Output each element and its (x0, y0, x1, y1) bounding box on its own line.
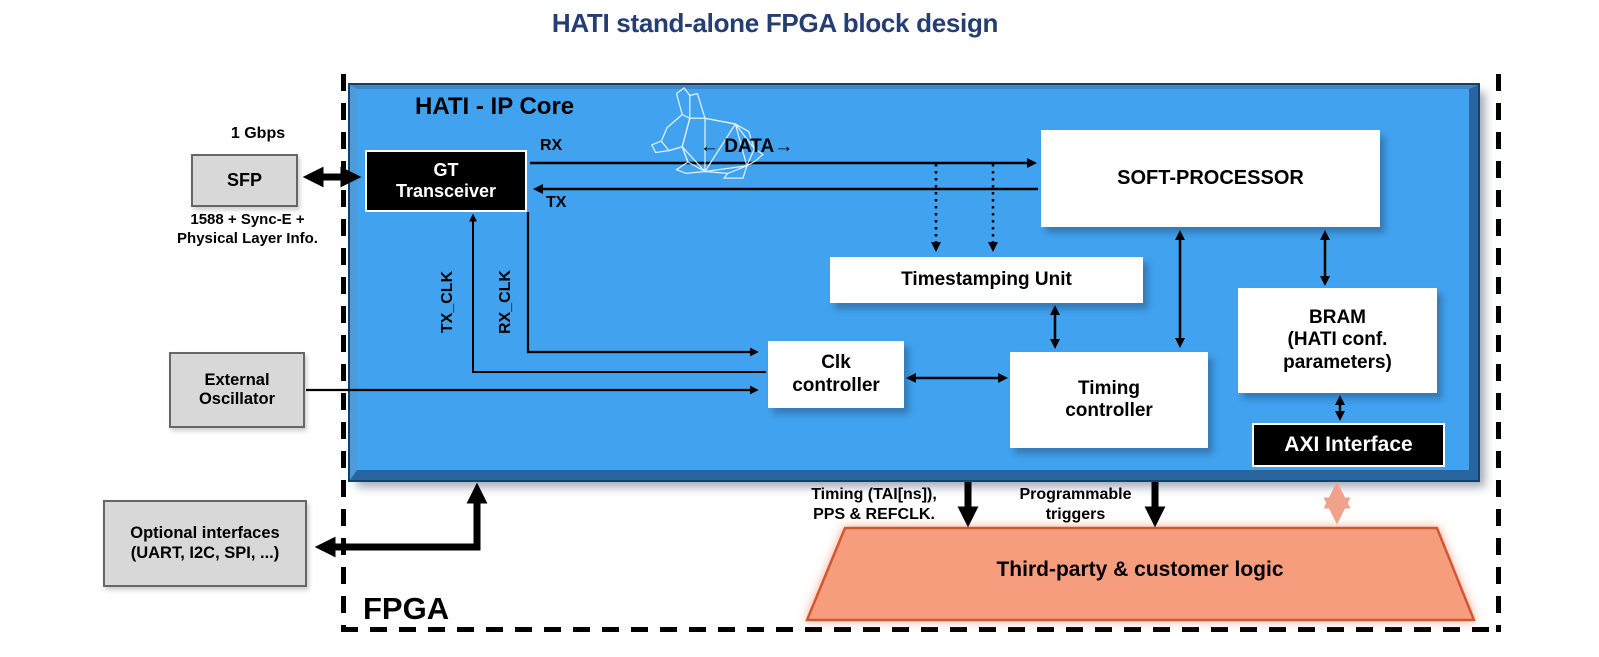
data-label: ← DATA→ (700, 136, 794, 157)
fpga-boundary-left (341, 74, 346, 632)
optional-interfaces-line1: Optional interfaces (130, 524, 280, 543)
soft-processor-label: SOFT-PROCESSOR (1117, 166, 1304, 189)
axi-interface-block: AXI Interface (1252, 423, 1445, 467)
axi-interface-label: AXI Interface (1284, 432, 1413, 456)
timestamping-unit-block: Timestamping Unit (830, 257, 1143, 303)
rx-clk-label: RX_CLK (497, 270, 514, 335)
gt-transceiver-line1: GT (433, 159, 459, 180)
rx-label: RX (540, 137, 563, 154)
third-party-label: Third-party & customer logic (996, 558, 1284, 581)
bram-line1: BRAM (1309, 306, 1366, 328)
timing-controller-line2: controller (1065, 400, 1153, 421)
triggers-line1: Programmable (1019, 486, 1132, 503)
clk-controller-block: Clk controller (768, 341, 904, 408)
optional-interfaces-block: Optional interfaces (UART, I2C, SPI, ...… (103, 500, 307, 587)
ip-core-title: HATI - IP Core (415, 93, 575, 120)
clk-controller-line2: controller (792, 374, 880, 396)
sfp-speed-label: 1 Gbps (230, 125, 286, 142)
timing-output-label: Timing (TAI[ns]), PPS & REFCLK. (790, 485, 958, 525)
optional-interfaces-line2: (UART, I2C, SPI, ...) (130, 543, 280, 562)
sfp-note: 1588 + Sync-E + Physical Layer Info. (140, 211, 355, 249)
external-oscillator-block: External Oscillator (169, 352, 305, 428)
tx-label: TX (546, 194, 567, 211)
sfp-label: SFP (226, 169, 262, 190)
triggers-output-label: Programmable triggers (998, 485, 1153, 525)
fpga-boundary-bottom (341, 627, 1501, 632)
timestamping-unit-label: Timestamping Unit (901, 268, 1072, 290)
fpga-boundary-right (1496, 74, 1501, 632)
sfp-note-line2: Physical Layer Info. (177, 229, 318, 247)
triggers-line2: triggers (1045, 506, 1106, 523)
bram-block: BRAM (HATI conf. parameters) (1238, 288, 1437, 393)
tx-clk-label: TX_CLK (439, 270, 456, 334)
external-oscillator-line2: Oscillator (198, 390, 276, 408)
gt-transceiver-block: GT Transceiver (365, 150, 527, 212)
sfp-note-line1: 1588 + Sync-E + (190, 211, 305, 228)
bram-line2: (HATI conf. (1287, 329, 1388, 351)
timing-controller-block: Timing controller (1010, 352, 1208, 448)
timing-controller-line1: Timing (1078, 377, 1140, 399)
soft-processor-block: SOFT-PROCESSOR (1041, 130, 1380, 227)
fpga-label: FPGA (363, 591, 450, 626)
timing-output-line2: PPS & REFCLK. (813, 506, 935, 523)
gt-transceiver-line2: Transceiver (395, 181, 497, 201)
timing-output-line1: Timing (TAI[ns]), (811, 486, 937, 503)
bram-line3: parameters) (1283, 351, 1392, 373)
clk-controller-line1: Clk (821, 352, 851, 374)
sfp-block: SFP (191, 154, 298, 207)
external-oscillator-line1: External (204, 370, 270, 389)
page-title: HATI stand-alone FPGA block design (551, 8, 999, 38)
